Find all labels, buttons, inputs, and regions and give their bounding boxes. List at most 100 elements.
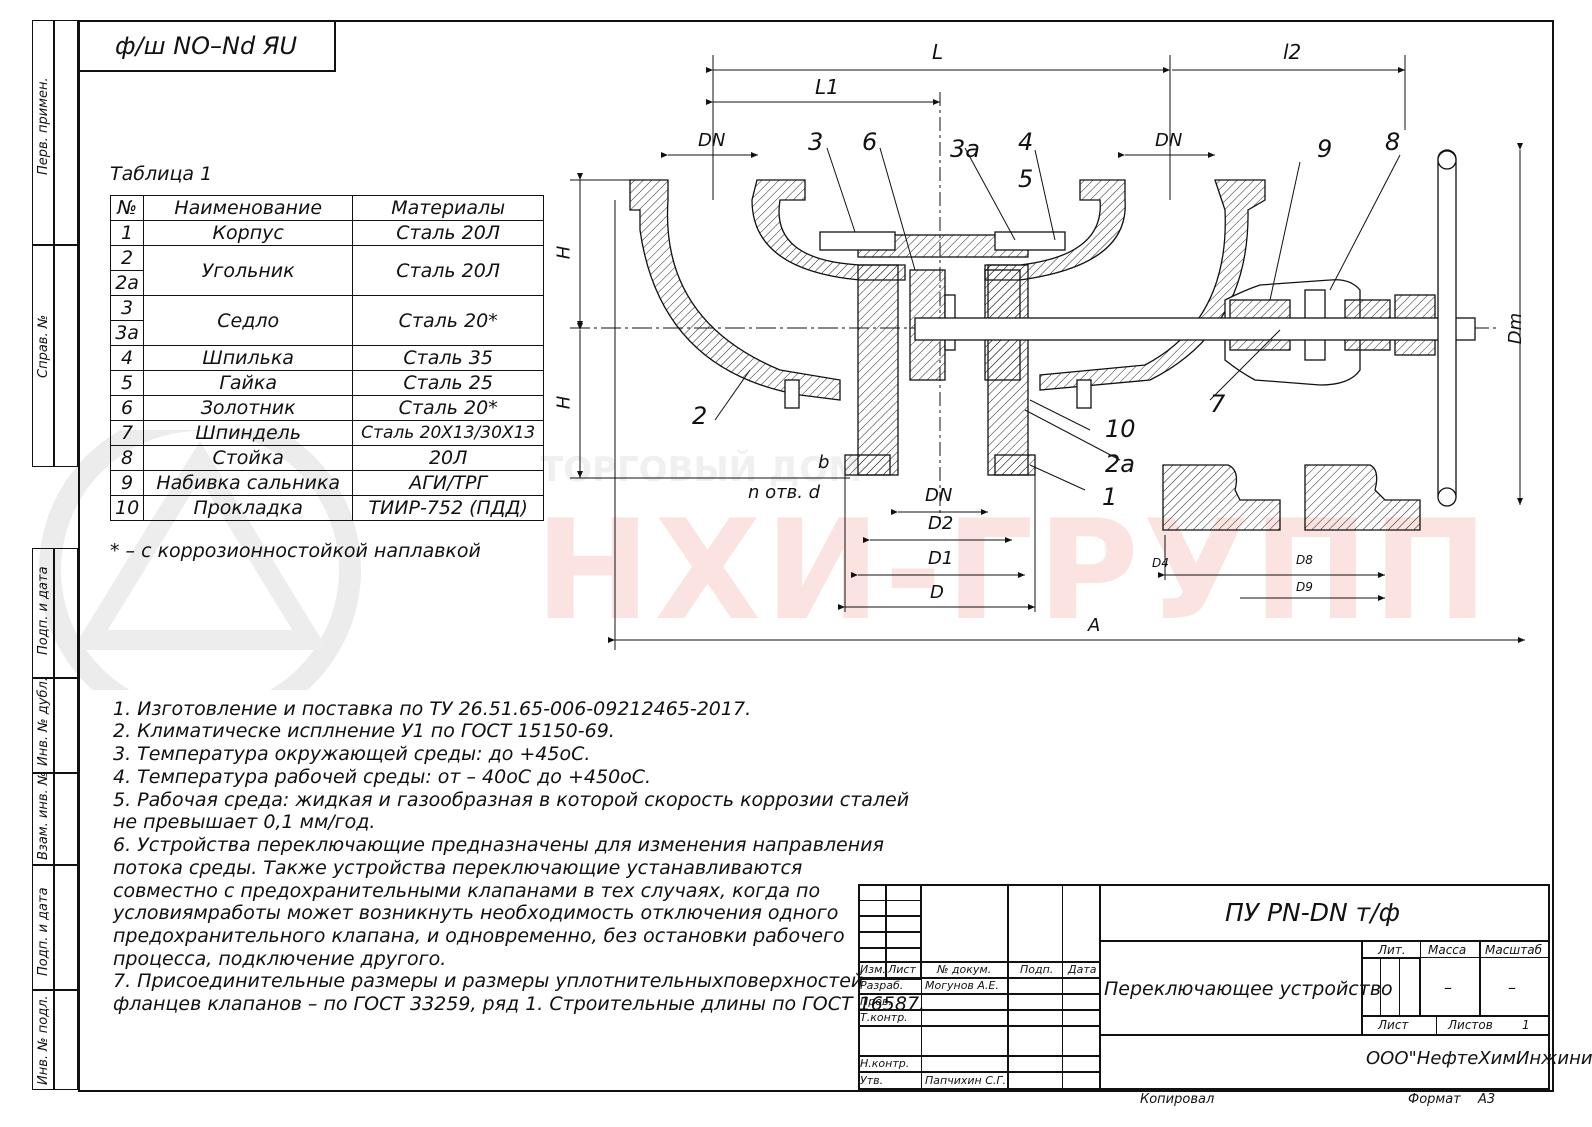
tb-person-utv: Папчихин С.Г. bbox=[925, 1074, 1007, 1087]
row-no: 10 bbox=[109, 495, 145, 521]
row-name: Стойка bbox=[143, 445, 354, 471]
callout-3a: 3а bbox=[950, 135, 980, 163]
row-no: 1 bbox=[109, 220, 145, 246]
row-no: 4 bbox=[109, 345, 145, 371]
table-caption: Таблица 1 bbox=[110, 163, 213, 185]
dim-H-bottom: H bbox=[553, 395, 575, 410]
callout-10: 10 bbox=[1105, 415, 1136, 443]
callout-2a: 2а bbox=[1105, 450, 1135, 478]
dim-H-top: H bbox=[553, 245, 575, 260]
note-line: совместно с предохранительными клапанами… bbox=[113, 880, 821, 902]
header-stamp: ф/ш NО–Nd ЯU bbox=[78, 20, 336, 72]
th-name: Наименование bbox=[143, 195, 354, 221]
dim-D9: D9 bbox=[1296, 580, 1313, 594]
note-line: условиямработы может возникнуть необходи… bbox=[113, 902, 839, 924]
dim-holes: n отв. d bbox=[748, 482, 821, 503]
dim-b: b bbox=[818, 452, 830, 473]
tb-col-list: Лист bbox=[888, 963, 916, 976]
row-material: Сталь 35 bbox=[352, 345, 545, 371]
row-name: Прокладка bbox=[143, 495, 354, 521]
tb-mass: Масса bbox=[1428, 943, 1467, 957]
tb-role-razrab: Разраб. bbox=[860, 979, 904, 992]
tb-mass-value: – bbox=[1444, 978, 1452, 997]
header-stamp-text: ф/ш NО–Nd ЯU bbox=[115, 32, 298, 60]
note-line: 2. Климатическе исплнение У1 по ГОСТ 151… bbox=[113, 720, 615, 742]
note-line: фланцев клапанов – по ГОСТ 33259, ряд 1.… bbox=[113, 993, 926, 1015]
row-no: 2а bbox=[109, 270, 145, 296]
note-line: не превышает 0,1 мм/год. bbox=[113, 811, 376, 833]
row-material: Сталь 20* bbox=[352, 395, 545, 421]
tb-col-podp: Подп. bbox=[1020, 963, 1054, 976]
callout-3: 3 bbox=[808, 128, 824, 156]
dim-D4: D4 bbox=[1152, 556, 1169, 570]
row-material: Сталь 20* bbox=[352, 295, 545, 346]
drawing-frame bbox=[78, 20, 1554, 1092]
row-no: 2 bbox=[109, 245, 145, 271]
row-material: Сталь 20Л bbox=[352, 245, 545, 296]
row-name: Шпилька bbox=[143, 345, 354, 371]
row-material: ТИИР-752 (ПДД) bbox=[352, 495, 545, 521]
copied-label: Копировал bbox=[1140, 1092, 1215, 1107]
tb-role-tkontr: Т.контр. bbox=[860, 1011, 908, 1024]
callout-2: 2 bbox=[692, 402, 708, 430]
format-label: Формат bbox=[1408, 1092, 1461, 1107]
watermark-logo bbox=[39, 430, 361, 690]
tb-col-doc: № докум. bbox=[937, 963, 992, 976]
row-no: 9 bbox=[109, 470, 145, 496]
tb-col-izm: Изм. bbox=[860, 963, 886, 976]
dim-DN-left: DN bbox=[698, 130, 726, 151]
dim-D: D bbox=[930, 582, 944, 603]
note-line: 6. Устройства переключающие предназначен… bbox=[113, 834, 884, 856]
row-name: Набивка сальника bbox=[143, 470, 354, 496]
tb-sheet: Лист bbox=[1378, 1018, 1409, 1032]
note-line: 7. Присоединительные размеры и размеры у… bbox=[113, 970, 864, 992]
tb-scale-value: – bbox=[1508, 978, 1516, 997]
tb-person-razrab: Могунов А.Е. bbox=[925, 979, 999, 992]
tb-scale: Масштаб bbox=[1485, 943, 1543, 957]
dim-DN-bottom: DN bbox=[925, 485, 953, 506]
callout-8: 8 bbox=[1385, 128, 1401, 156]
note-line: 1. Изготовление и поставка по ТУ 26.51.6… bbox=[113, 698, 752, 720]
tb-role-nkontr: Н.контр. bbox=[860, 1057, 910, 1070]
callout-1: 1 bbox=[1102, 483, 1118, 511]
callout-6: 6 bbox=[862, 128, 878, 156]
dim-D8: D8 bbox=[1296, 553, 1313, 567]
callout-5: 5 bbox=[1018, 165, 1034, 193]
note-line: процесса, подключение другого. bbox=[113, 948, 447, 970]
tb-company: ООО"НефтеХимИнжиниринг" bbox=[1366, 1048, 1592, 1069]
note-line: потока среды. Также устройства переключа… bbox=[113, 857, 803, 879]
note-line: 5. Рабочая среда: жидкая и газообразная … bbox=[113, 789, 910, 811]
callout-7: 7 bbox=[1210, 390, 1226, 418]
table-footnote: * – с коррозионностойкой наплавкой bbox=[110, 540, 481, 562]
row-no: 5 bbox=[109, 370, 145, 396]
tb-sheets: Листов bbox=[1448, 1018, 1493, 1032]
row-material: Сталь 20Л bbox=[352, 220, 545, 246]
row-no: 3а bbox=[109, 320, 145, 346]
note-line: 4. Температура рабочей среды: от – 40оС … bbox=[113, 766, 652, 788]
th-no: № bbox=[109, 195, 145, 221]
row-name: Корпус bbox=[143, 220, 354, 246]
row-no: 7 bbox=[109, 420, 145, 446]
tb-sheets-value: 1 bbox=[1522, 1018, 1530, 1032]
tb-role-prov: Пров. bbox=[860, 995, 892, 1008]
row-name: Золотник bbox=[143, 395, 354, 421]
dim-D1: D1 bbox=[928, 548, 954, 569]
dim-DN-right: DN bbox=[1155, 130, 1183, 151]
title-name: Переключающее устройство bbox=[1104, 978, 1393, 1000]
dim-L: L bbox=[932, 40, 944, 64]
tb-role-utv: Утв. bbox=[860, 1074, 884, 1087]
th-material: Материалы bbox=[352, 195, 545, 221]
note-line: 3. Температура окружающей среды: до +45о… bbox=[113, 743, 591, 765]
format-value: А3 bbox=[1478, 1092, 1496, 1107]
dim-D2: D2 bbox=[928, 513, 954, 534]
callout-9: 9 bbox=[1317, 135, 1333, 163]
title-designation: ПУ PN-DN т/ф bbox=[1225, 898, 1401, 927]
watermark-subtext: ТОРГОВЫЙ ДОМ bbox=[540, 450, 863, 490]
dim-L1: L1 bbox=[815, 75, 839, 99]
note-line: предохранительного клапана, и одновремен… bbox=[113, 925, 845, 947]
tb-lit: Лит. bbox=[1378, 943, 1406, 957]
callout-4: 4 bbox=[1018, 128, 1034, 156]
row-no: 3 bbox=[109, 295, 145, 321]
